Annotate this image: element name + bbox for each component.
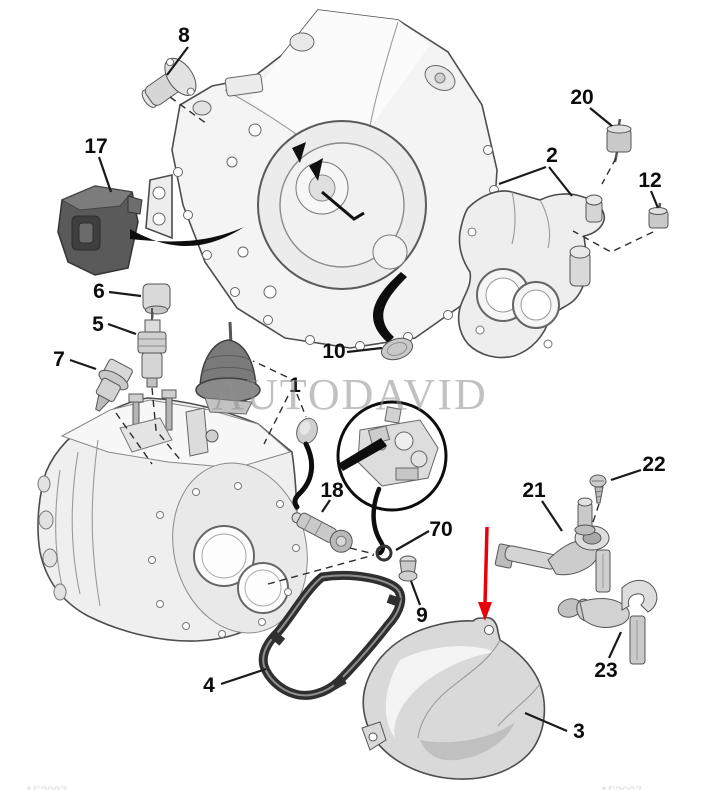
gasket-part-4 <box>258 570 406 700</box>
cable-curve-from-cap-1 <box>292 441 315 510</box>
part-label-7: 7 <box>53 348 65 371</box>
sensor-part-5 <box>137 308 167 388</box>
cover-part-17 <box>57 185 143 276</box>
part-label-4: 4 <box>203 674 215 697</box>
gearbox-housing <box>37 389 308 642</box>
bell-housing <box>145 9 499 351</box>
shield-part-3 <box>361 616 546 780</box>
part-label-6: 6 <box>93 280 105 303</box>
cap-part-10 <box>380 337 414 361</box>
part-label-9: 9 <box>416 604 428 627</box>
cable-arc-to-cap-10 <box>372 272 407 343</box>
part-label-10: 10 <box>322 340 345 363</box>
part-label-5: 5 <box>92 313 104 336</box>
o-ring-part-70 <box>375 544 393 562</box>
cap-part-6 <box>142 283 171 318</box>
plug-part-9 <box>398 555 418 582</box>
detail-circle-view <box>336 400 448 512</box>
screw-part-22 <box>589 474 607 504</box>
cable-curve-to-o-ring <box>371 486 386 556</box>
red-arrow <box>478 526 492 621</box>
leader-lines <box>69 46 660 733</box>
part-label-17: 17 <box>84 135 107 158</box>
cap-part-1 <box>296 417 318 445</box>
part-label-2: 2 <box>546 144 558 167</box>
part-label-21: 21 <box>522 479 546 502</box>
part-label-1: 1 <box>289 374 301 397</box>
corner-code-right: AF3007 <box>600 784 642 790</box>
part-label-23: 23 <box>594 659 617 682</box>
rear-bracket-part-2 <box>457 190 605 359</box>
bushing-part-20 <box>606 118 632 163</box>
part-label-20: 20 <box>570 86 593 109</box>
lever-part-21 <box>494 497 611 593</box>
watermark-text: AUTODAVID <box>212 370 488 419</box>
part-label-70: 70 <box>429 518 452 541</box>
clutch-cable-arc <box>130 227 244 247</box>
alignment-dashes <box>115 96 654 585</box>
part-label-22: 22 <box>642 453 665 476</box>
sensor-part-7 <box>95 358 133 412</box>
part-label-12: 12 <box>638 169 661 192</box>
pin-part-18 <box>291 512 353 553</box>
part-label-3: 3 <box>573 720 585 743</box>
part-label-8: 8 <box>178 24 190 47</box>
part-label-18: 18 <box>320 479 344 502</box>
engine-mount-dome <box>195 321 261 415</box>
fork-part-23 <box>557 579 658 665</box>
corner-code-left: AF3007 <box>25 784 67 790</box>
